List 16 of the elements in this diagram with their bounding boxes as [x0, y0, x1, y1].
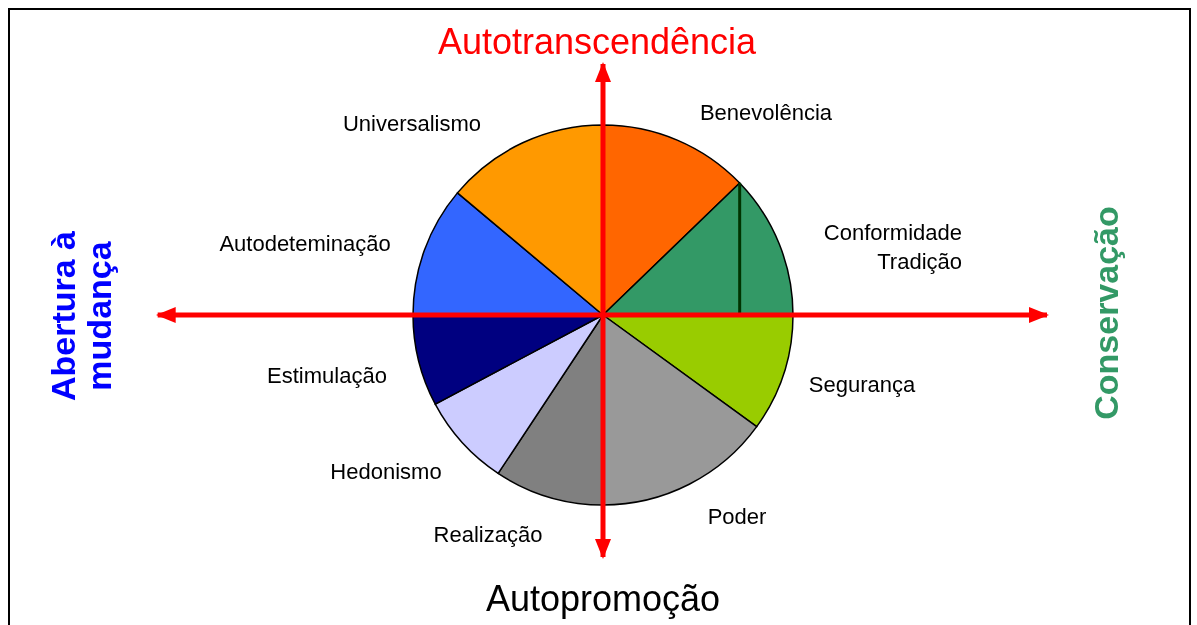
value-label: Autodeteminação [219, 233, 391, 255]
value-label: Poder [707, 506, 767, 528]
axis-pole-label: Autotranscendência [437, 24, 757, 60]
axis-pole-label: Autopromoção [485, 581, 721, 617]
value-label: Hedonismo [330, 461, 442, 483]
axis-arrow [155, 307, 1049, 323]
axis-pole-label: Conservação [1089, 206, 1123, 420]
axis-arrow [595, 62, 611, 559]
value-label: Realização [433, 524, 543, 546]
value-label: Tradição [877, 251, 962, 273]
value-label: Benevolência [699, 102, 833, 124]
axis-pole-label: Abertura à mudança [46, 201, 118, 431]
value-label: Segurança [808, 374, 916, 396]
value-label: Estimulação [267, 365, 387, 387]
value-label: Universalismo [342, 113, 482, 135]
value-label: Conformidade [823, 222, 962, 244]
